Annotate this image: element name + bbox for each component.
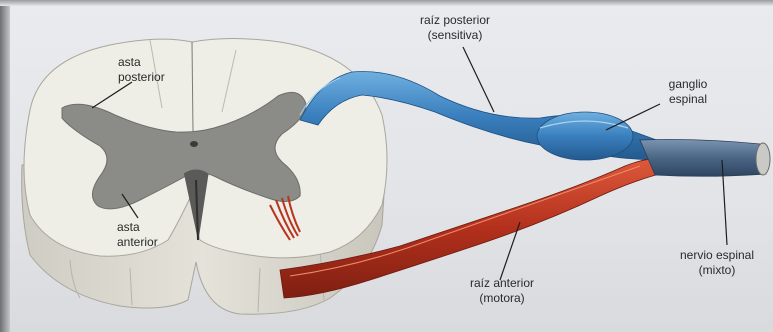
label-raiz-posterior-line2: (sensitiva) (400, 28, 510, 43)
label-asta-posterior-line2: posterior (118, 70, 188, 85)
label-asta-posterior: asta posterior (118, 55, 188, 85)
label-raiz-posterior: raíz posterior (sensitiva) (400, 13, 510, 43)
label-raiz-anterior: raíz anterior (motora) (447, 276, 557, 306)
label-asta-posterior-line1: asta (118, 55, 188, 70)
label-ganglio-espinal: ganglio espinal (648, 77, 728, 107)
label-asta-anterior: asta anterior (117, 220, 187, 250)
label-raiz-posterior-line1: raíz posterior (400, 13, 510, 28)
label-nervio-line2: (mixto) (662, 263, 772, 278)
label-raiz-anterior-line1: raíz anterior (447, 276, 557, 291)
spinal-nerve-trunk (640, 140, 766, 177)
label-raiz-anterior-line2: (motora) (447, 291, 557, 306)
spinal-ganglion (537, 112, 633, 160)
nerve-cut-end (756, 143, 770, 175)
central-canal (190, 141, 198, 147)
label-ganglio-line1: ganglio (648, 77, 728, 92)
label-nervio-espinal: nervio espinal (mixto) (662, 248, 772, 278)
label-asta-anterior-line2: anterior (117, 235, 187, 250)
label-asta-anterior-line1: asta (117, 220, 187, 235)
label-nervio-line1: nervio espinal (662, 248, 772, 263)
label-ganglio-line2: espinal (648, 92, 728, 107)
leader-raiz-posterior (463, 47, 494, 112)
